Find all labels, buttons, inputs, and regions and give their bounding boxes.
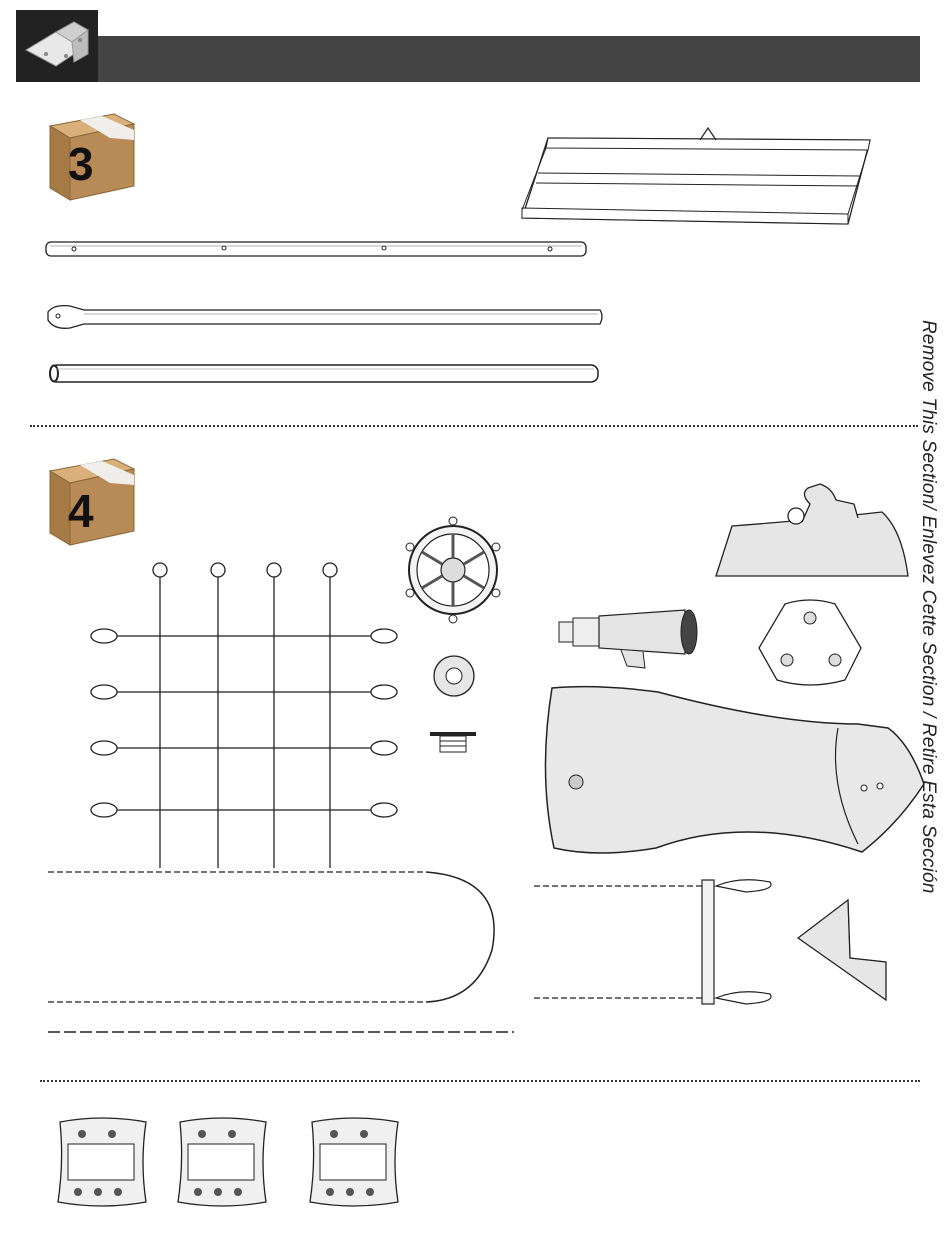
- swing-seat-part: [538, 684, 928, 859]
- side-note-text: Remove This Section/ Enlevez Cette Secti…: [917, 320, 939, 894]
- telescope-part: [555, 610, 705, 679]
- hardware-bag-3: [304, 1116, 404, 1213]
- section-divider-2: [40, 1080, 920, 1082]
- pole-1-part: [44, 238, 589, 267]
- pole-3-part: [46, 362, 602, 391]
- handle-bracket-part: [712, 490, 912, 585]
- hardware-bag-2: [172, 1116, 272, 1213]
- wheel-cap-part: [428, 730, 478, 759]
- wheel-hub-part: [430, 652, 478, 705]
- sandbox-frame-part: [518, 128, 878, 233]
- section-divider-1: [30, 425, 918, 427]
- header-bar: [98, 36, 920, 82]
- side-note: Remove This Section/ Enlevez Cette Secti…: [905, 320, 945, 1240]
- hardware-bag-1: [52, 1116, 152, 1213]
- corner-bracket-part: [796, 892, 890, 1009]
- trapeze-bar-part: [530, 876, 780, 1011]
- bracket-icon: [16, 10, 98, 82]
- box-4-number: 4: [68, 485, 94, 537]
- long-chain-part: [46, 860, 498, 1045]
- steering-wheel-part: [398, 515, 508, 630]
- box-3-number: 3: [68, 138, 94, 190]
- box-3-icon: 3: [44, 110, 136, 202]
- pole-2-part: [44, 302, 606, 335]
- cargo-net-part: [88, 558, 408, 893]
- box-4-icon: 4: [44, 455, 136, 547]
